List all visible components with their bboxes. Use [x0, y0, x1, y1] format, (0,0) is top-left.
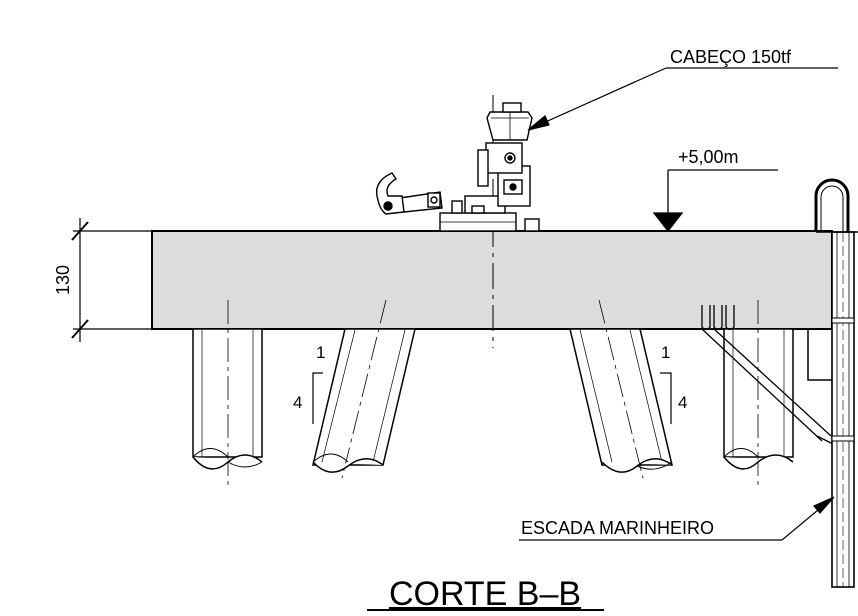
pile-inclined-right	[569, 299, 673, 479]
pile-vertical-right	[723, 300, 794, 488]
pile-inclined-left	[312, 299, 416, 479]
ladder-brace	[701, 328, 834, 445]
bollard-label: CABEÇO 150tf	[670, 47, 792, 67]
elevation-marker	[652, 169, 778, 233]
slope-run-left: 4	[293, 393, 302, 412]
ladder	[814, 178, 858, 588]
concrete-beam	[151, 230, 833, 330]
ladder-label: ESCADA MARINHEIRO	[521, 518, 714, 538]
elevation-label: +5,00m	[678, 147, 739, 167]
slope-marker-left	[312, 372, 323, 424]
height-dimension	[71, 218, 152, 342]
slope-marker-right	[660, 372, 672, 424]
slope-rise-right: 1	[661, 343, 670, 362]
beam-right-step	[793, 328, 832, 381]
slope-rise-left: 1	[316, 343, 325, 362]
bollard-equipment	[375, 102, 540, 232]
height-dim-label: 130	[53, 265, 73, 295]
section-title: CORTE B–B	[389, 575, 581, 613]
anchor-bolts	[701, 305, 735, 331]
bollard-leader	[527, 67, 838, 131]
slope-run-right: 4	[678, 393, 687, 412]
ladder-leader	[519, 496, 835, 541]
pile-vertical-left	[192, 300, 263, 488]
